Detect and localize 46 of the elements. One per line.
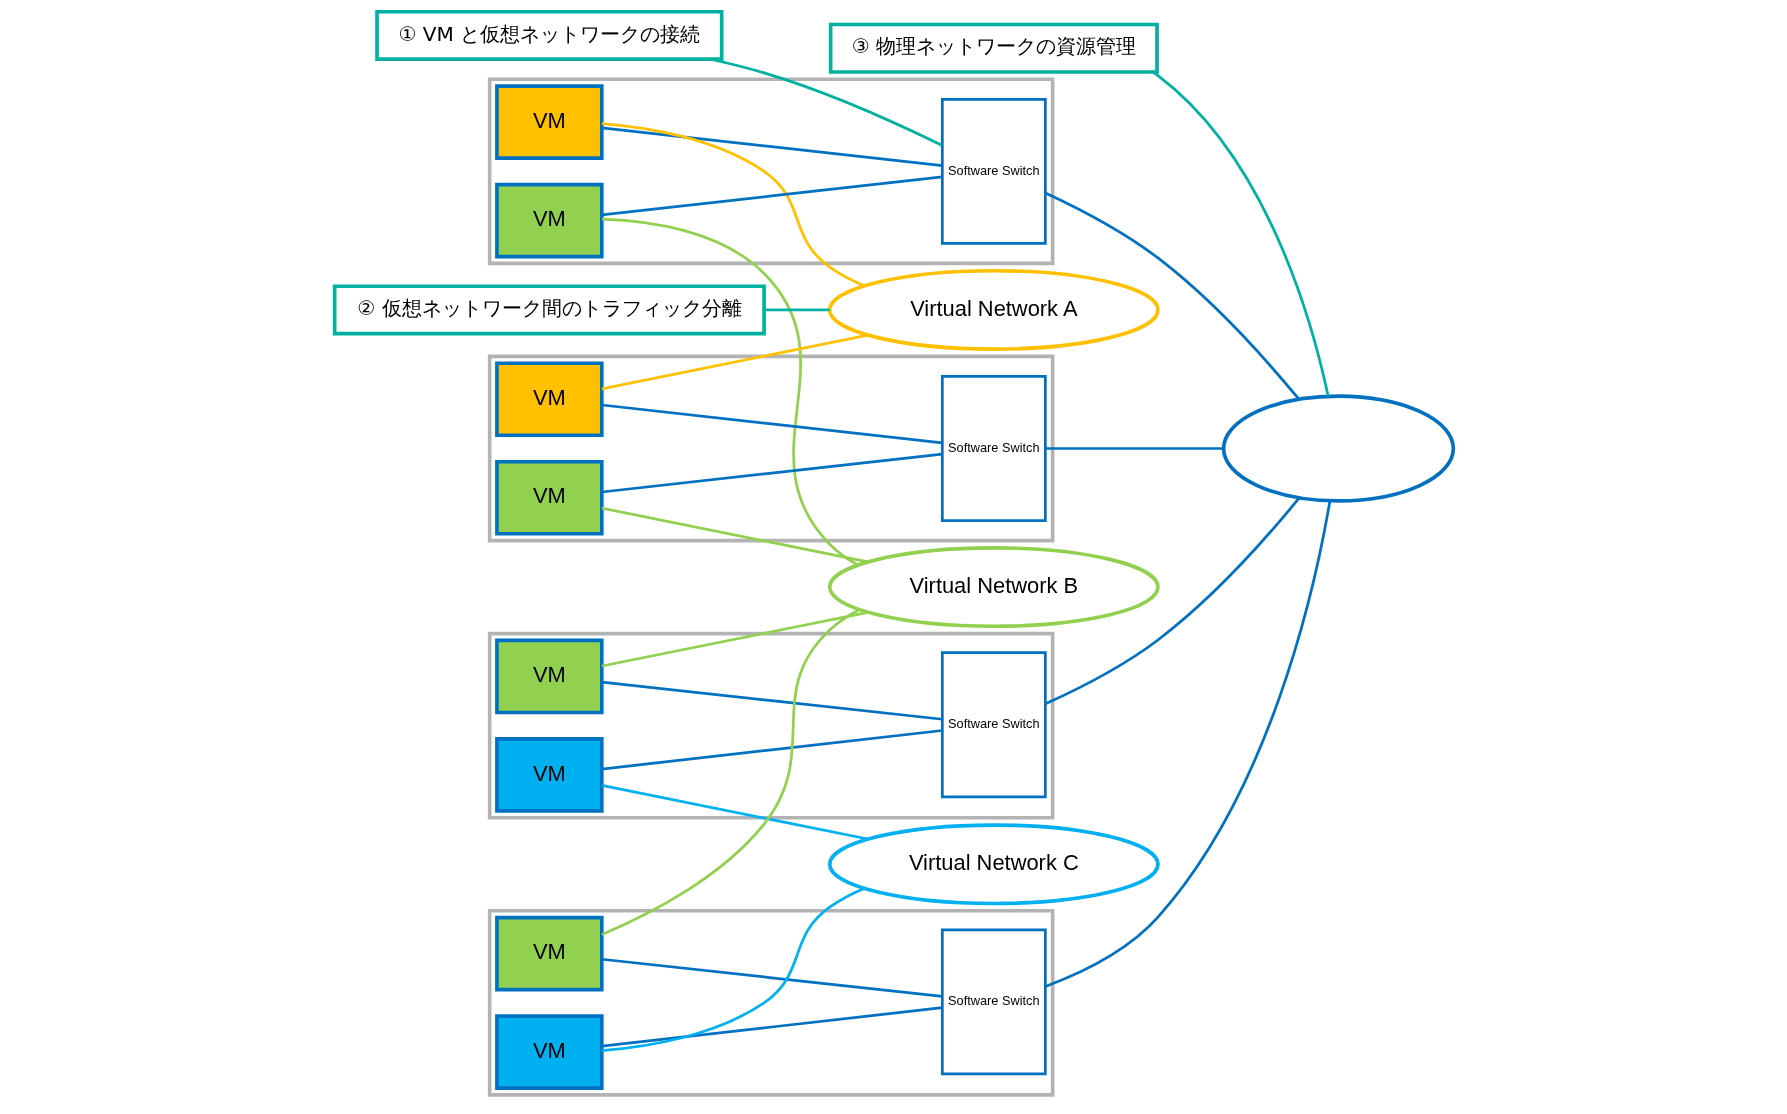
node-box: Software Switch	[940, 97, 1047, 245]
node-box: VM	[494, 459, 604, 536]
connector	[601, 452, 942, 494]
node-box: VM	[494, 182, 604, 259]
node-ellipse: Virtual Network C	[827, 823, 1160, 906]
node-ellipse	[1221, 394, 1455, 503]
node-box: VM	[494, 737, 604, 813]
connector	[601, 333, 868, 391]
node-box: VM	[494, 361, 604, 438]
connector	[601, 784, 868, 841]
cluster	[487, 77, 1054, 266]
connector	[601, 1006, 942, 1048]
connector	[1044, 191, 1300, 401]
connector	[601, 403, 942, 445]
cluster	[487, 631, 1054, 820]
connector	[1151, 71, 1329, 397]
cluster	[487, 354, 1054, 543]
node-box: Software Switch	[940, 928, 1047, 1076]
node-ellipse: Virtual Network B	[827, 546, 1160, 629]
connector	[1044, 500, 1331, 988]
connector	[601, 610, 868, 668]
connector	[1045, 447, 1223, 450]
connector	[601, 122, 865, 287]
connector	[601, 217, 859, 567]
connector	[601, 680, 942, 721]
node-box: VM	[494, 915, 604, 992]
connector	[601, 506, 868, 564]
node-ellipse: Virtual Network A	[827, 268, 1160, 351]
connector	[601, 126, 942, 168]
node-box: ② 仮想ネットワーク間のトラフィック分離	[332, 284, 766, 336]
connector	[601, 729, 942, 771]
cluster	[487, 908, 1054, 1097]
connector	[600, 608, 860, 936]
connector	[601, 957, 942, 998]
connector	[601, 887, 865, 1052]
node-box: Software Switch	[940, 651, 1047, 799]
connector	[601, 175, 942, 217]
connector	[1044, 497, 1300, 706]
connector	[763, 308, 829, 312]
node-box: Software Switch	[940, 375, 1047, 522]
node-box: VM	[494, 638, 604, 715]
node-box: VM	[494, 84, 604, 160]
node-box: ③ 物理ネットワークの資源管理	[828, 22, 1159, 74]
connector	[709, 57, 943, 147]
node-box: ① VM と仮想ネットワークの接続	[374, 9, 723, 61]
node-box: VM	[494, 1014, 604, 1090]
